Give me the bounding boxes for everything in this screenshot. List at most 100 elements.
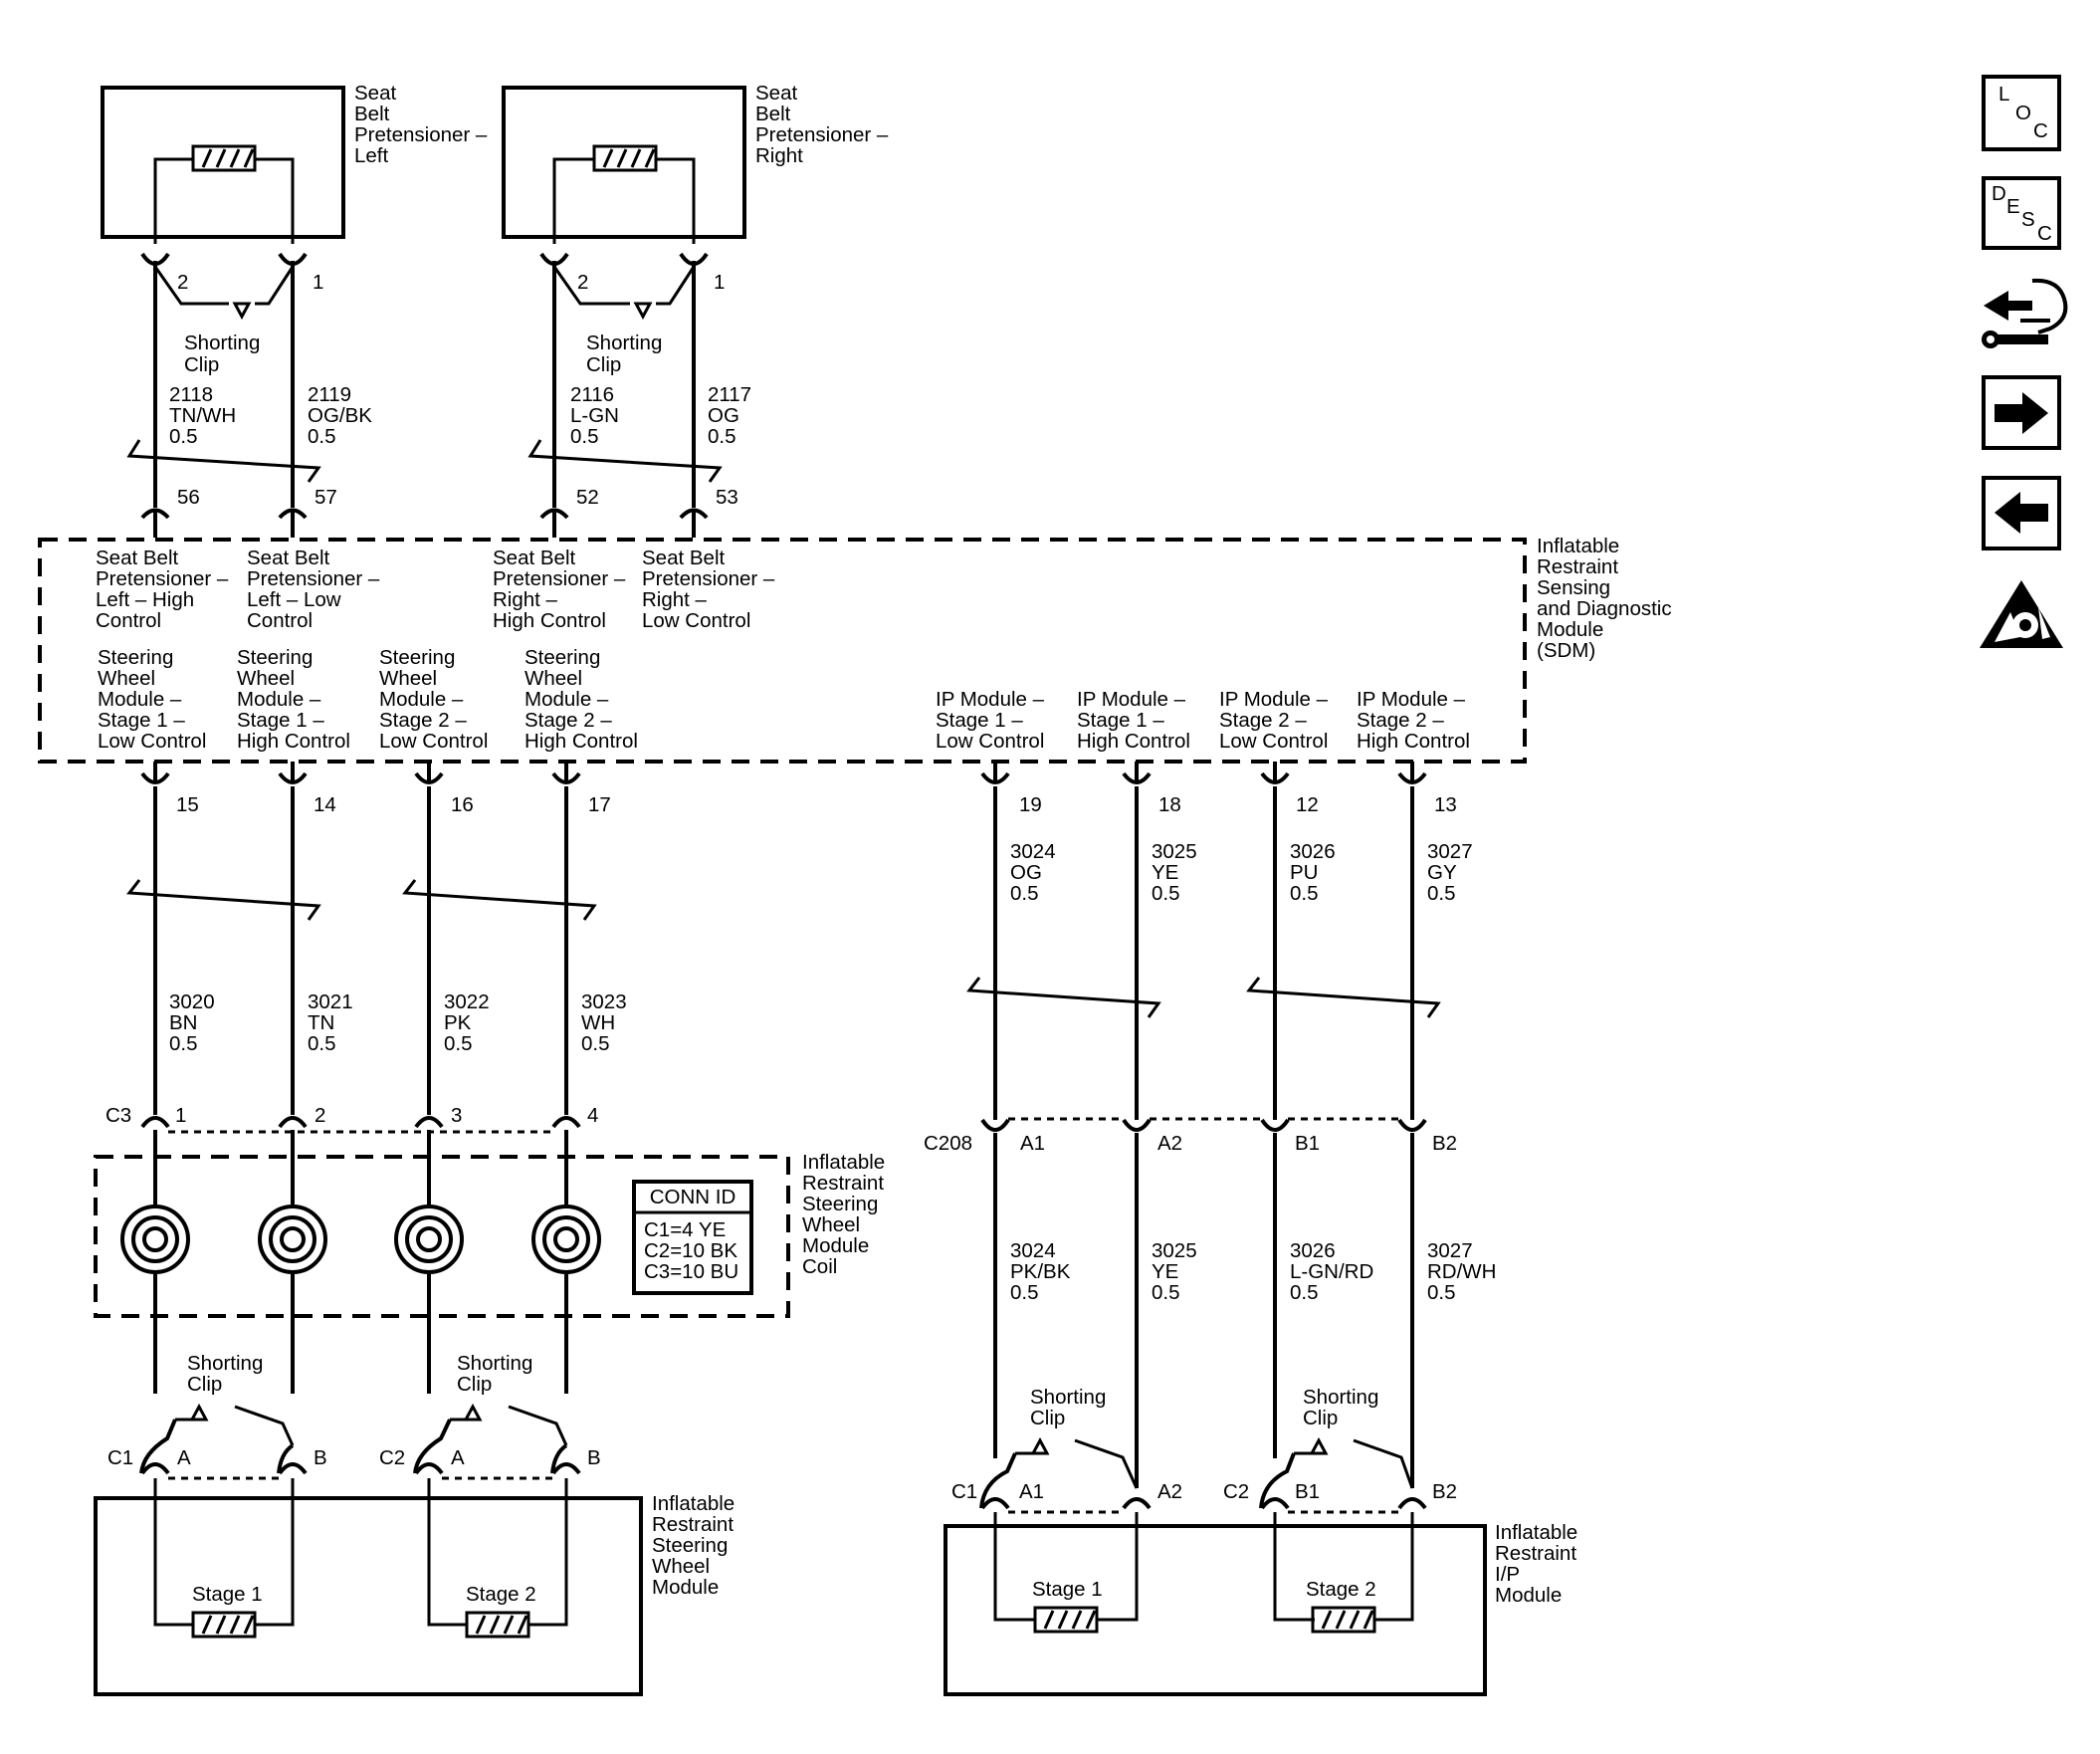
- wire-label-3027-upper: 3027 GY 0.5: [1427, 840, 1478, 905]
- pin-label: 15: [176, 793, 199, 816]
- seat-belt-pretensioner-left: Seat Belt Pretensioner – Left: [101, 82, 493, 244]
- component-label: Seat Belt Pretensioner – Left: [354, 82, 493, 167]
- stage-label: Stage 1: [1032, 1578, 1103, 1601]
- pin-label: 1: [714, 271, 725, 294]
- arrow-right-icon[interactable]: [1982, 375, 2061, 450]
- pin-label: 2: [177, 271, 188, 294]
- component-label: Inflatable Restraint Sensing and Diagnos…: [1537, 535, 1677, 662]
- clockspring-icon: [394, 1205, 464, 1274]
- loc-icon[interactable]: L O C: [1982, 75, 2061, 151]
- steering-wheel-coil: Inflatable Restraint Steering Wheel Modu…: [94, 1130, 891, 1394]
- pin-label: B: [314, 1446, 327, 1469]
- shorting-clip-ip2: Shorting Clip: [1294, 1386, 1414, 1489]
- steering-wheel-wires: [126, 786, 597, 1115]
- wire-label-3026-upper: 3026 PU 0.5: [1290, 840, 1341, 905]
- pin-label: B1: [1295, 1132, 1320, 1155]
- conn-id-title: CONN ID: [650, 1186, 736, 1208]
- sdm-input-sw-stage2-low: Steering Wheel Module – Stage 2 – Low Co…: [379, 646, 488, 753]
- pin-label: 57: [315, 486, 337, 509]
- desc-icon-letter: S: [2021, 208, 2035, 231]
- desc-icon-letter: E: [2006, 195, 2020, 218]
- connector-c208: C208 A1 A2 B1 B2: [924, 1117, 1457, 1488]
- wire-label-3020: 3020 BN 0.5: [169, 990, 220, 1055]
- sdm-input-ip-stage1-low: IP Module – Stage 1 – Low Control: [936, 688, 1050, 753]
- connector-label: C1: [107, 1446, 133, 1469]
- sdm-input-ip-stage1-high: IP Module – Stage 1 – High Control: [1077, 688, 1191, 753]
- wire-label-3025-lower: 3025 YE 0.5: [1152, 1239, 1202, 1304]
- squib-icon: [191, 144, 257, 172]
- clockspring-icon: [258, 1205, 327, 1274]
- pin-label: 12: [1296, 793, 1319, 816]
- pin-label: A2: [1157, 1480, 1182, 1503]
- sdm-input-sw-stage1-low: Steering Wheel Module – Stage 1 – Low Co…: [98, 646, 206, 753]
- desc-icon-letter: D: [1992, 182, 2006, 205]
- component-label: Inflatable Restraint Steering Wheel Modu…: [652, 1492, 740, 1599]
- wire-label-3025-upper: 3025 YE 0.5: [1152, 840, 1202, 905]
- pin-label: 52: [576, 486, 599, 509]
- shorting-clip-label: Shorting Clip: [1030, 1386, 1112, 1429]
- wire-label-2119: 2119 OG/BK 0.5: [308, 383, 378, 448]
- pin-label: A: [451, 1446, 465, 1469]
- pin-label: 18: [1158, 793, 1181, 816]
- pin-label: A: [177, 1446, 191, 1469]
- shorting-clip-ip1: Shorting Clip: [1015, 1386, 1139, 1489]
- shorting-clip-label: Shorting Clip: [1303, 1386, 1384, 1429]
- sdm-top-pins: 56 57 52 53: [140, 486, 738, 538]
- pin-label: A1: [1019, 1480, 1044, 1503]
- component-label: Seat Belt Pretensioner – Right: [755, 82, 894, 167]
- wire-label-3027-lower: 3027 RD/WH 0.5: [1427, 1239, 1502, 1304]
- conn-id-box: CONN ID C1=4 YE C2=10 BK C3=10 BU: [632, 1180, 753, 1295]
- steering-wheel-module: Stage 1 Stage 2 Inflatable Restraint Ste…: [94, 1478, 740, 1696]
- sdm-input-sbp-left-low: Seat Belt Pretensioner – Left – Low Cont…: [247, 547, 385, 632]
- wire-label-2118: 2118 TN/WH 0.5: [169, 383, 242, 448]
- airbag-warning-icon[interactable]: [1980, 580, 2063, 648]
- clockspring-icon: [120, 1205, 190, 1274]
- conn-id-lines: C1=4 YE C2=10 BK C3=10 BU: [644, 1218, 743, 1283]
- shorting-clip-sw2: Shorting Clip: [450, 1352, 568, 1446]
- loc-icon-letter: L: [1998, 83, 2009, 106]
- component-label: Inflatable Restraint Steering Wheel Modu…: [802, 1151, 891, 1278]
- sdm-module: Inflatable Restraint Sensing and Diagnos…: [38, 535, 1677, 764]
- pin-label: 4: [587, 1104, 598, 1127]
- pin-label: B1: [1295, 1480, 1320, 1503]
- wire-label-3026-lower: 3026 L-GN/RD 0.5: [1290, 1239, 1379, 1304]
- loc-icon-letter: C: [2033, 119, 2048, 142]
- sdm-input-ip-stage2-high: IP Module – Stage 2 – High Control: [1357, 688, 1471, 753]
- sdm-input-sbp-right-high: Seat Belt Pretensioner – Right – High Co…: [493, 547, 631, 632]
- connector-c3: C3 1 2 3 4: [105, 1104, 598, 1134]
- pin-label: A2: [1157, 1132, 1182, 1155]
- component-label: Inflatable Restraint I/P Module: [1495, 1521, 1583, 1607]
- arrow-left-icon[interactable]: [1982, 476, 2061, 550]
- shorting-clip-label: Shorting Clip: [457, 1352, 538, 1396]
- ip-module-connectors: C1 A1 A2 C2 B1 B2: [951, 1452, 1457, 1514]
- squib-icon: [191, 1611, 257, 1639]
- wire-label-3022: 3022 PK 0.5: [444, 990, 495, 1055]
- desc-icon-letter: C: [2037, 222, 2052, 245]
- shorting-clip-label: Shorting Clip: [187, 1352, 269, 1396]
- connector-label: C3: [105, 1104, 131, 1127]
- wire-label-3023: 3023 WH 0.5: [581, 990, 632, 1055]
- pin-label: 2: [315, 1104, 325, 1127]
- pin-label: 19: [1019, 793, 1042, 816]
- sdm-input-sw-stage1-high: Steering Wheel Module – Stage 1 – High C…: [237, 646, 350, 753]
- stage-label: Stage 1: [192, 1583, 263, 1606]
- connector-label: C2: [1223, 1480, 1249, 1503]
- desc-icon[interactable]: D E S C: [1982, 176, 2061, 250]
- seat-belt-pretensioner-right: Seat Belt Pretensioner – Right: [502, 82, 894, 244]
- connector-harness-icon[interactable]: [1982, 278, 2068, 348]
- squib-icon: [592, 144, 658, 172]
- sdm-input-sw-stage2-high: Steering Wheel Module – Stage 2 – High C…: [525, 646, 638, 753]
- pretensioner-wires: [126, 261, 723, 508]
- squib-icon: [1033, 1606, 1099, 1634]
- stage-label: Stage 2: [466, 1583, 536, 1606]
- connector-label: C2: [379, 1446, 405, 1469]
- sdm-input-sbp-left-high: Seat Belt Pretensioner – Left – High Con…: [96, 547, 234, 632]
- pretensioner-connectors: 2 1 2 1: [140, 252, 725, 294]
- sdm-bottom-pins: 15 14 16 17 19 18 12 13: [140, 762, 1457, 816]
- wire-label-2116: 2116 L-GN 0.5: [570, 383, 625, 448]
- pin-label: 53: [716, 486, 738, 509]
- pin-label: 14: [314, 793, 336, 816]
- clockspring-icon: [531, 1205, 601, 1274]
- shorting-clip-left: Shorting Clip: [153, 266, 295, 376]
- pin-label: B2: [1432, 1480, 1457, 1503]
